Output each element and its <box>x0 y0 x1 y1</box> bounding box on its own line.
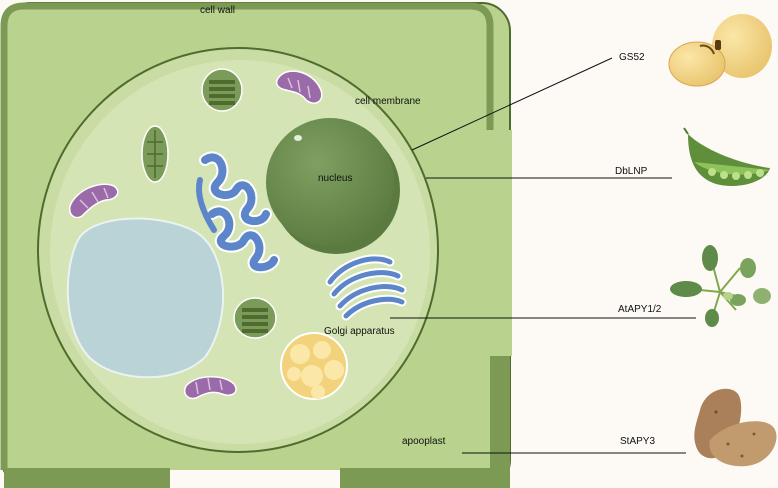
chloroplast-bottom <box>233 297 277 339</box>
pea-pod-icon <box>683 127 770 187</box>
nucleus <box>266 118 400 254</box>
cell-membrane-label: cell membrane <box>355 96 421 107</box>
golgi-apparatus <box>325 254 407 321</box>
chloroplast-top <box>201 68 243 112</box>
pointer-lines <box>390 57 696 454</box>
peroxisome <box>280 332 348 400</box>
mitochondrion-2 <box>68 183 119 219</box>
pointer-gs52 <box>411 57 613 151</box>
chloroplast-side <box>141 125 169 183</box>
mitochondrion-1 <box>275 70 323 104</box>
golgi-apparatus-label: Golgi apparatus <box>324 326 395 337</box>
nucleus-label: nucleus <box>318 173 353 184</box>
soybean-icon <box>668 14 772 87</box>
protein-label-dblnp: DbLNP <box>615 166 648 177</box>
cell-wall-label: cell wall <box>200 5 236 16</box>
arabidopsis-icon <box>670 245 771 327</box>
protein-label-stapy3: StAPY3 <box>620 436 656 447</box>
protein-label-atapy: AtAPY1/2 <box>618 304 662 315</box>
apoplast-label: apooplast <box>402 436 446 447</box>
endoplasmic-reticulum <box>196 151 280 274</box>
mitochondrion-3 <box>184 376 237 400</box>
protein-label-gs52: GS52 <box>619 52 645 63</box>
vacuole <box>66 217 225 379</box>
potato-icon <box>694 388 777 467</box>
